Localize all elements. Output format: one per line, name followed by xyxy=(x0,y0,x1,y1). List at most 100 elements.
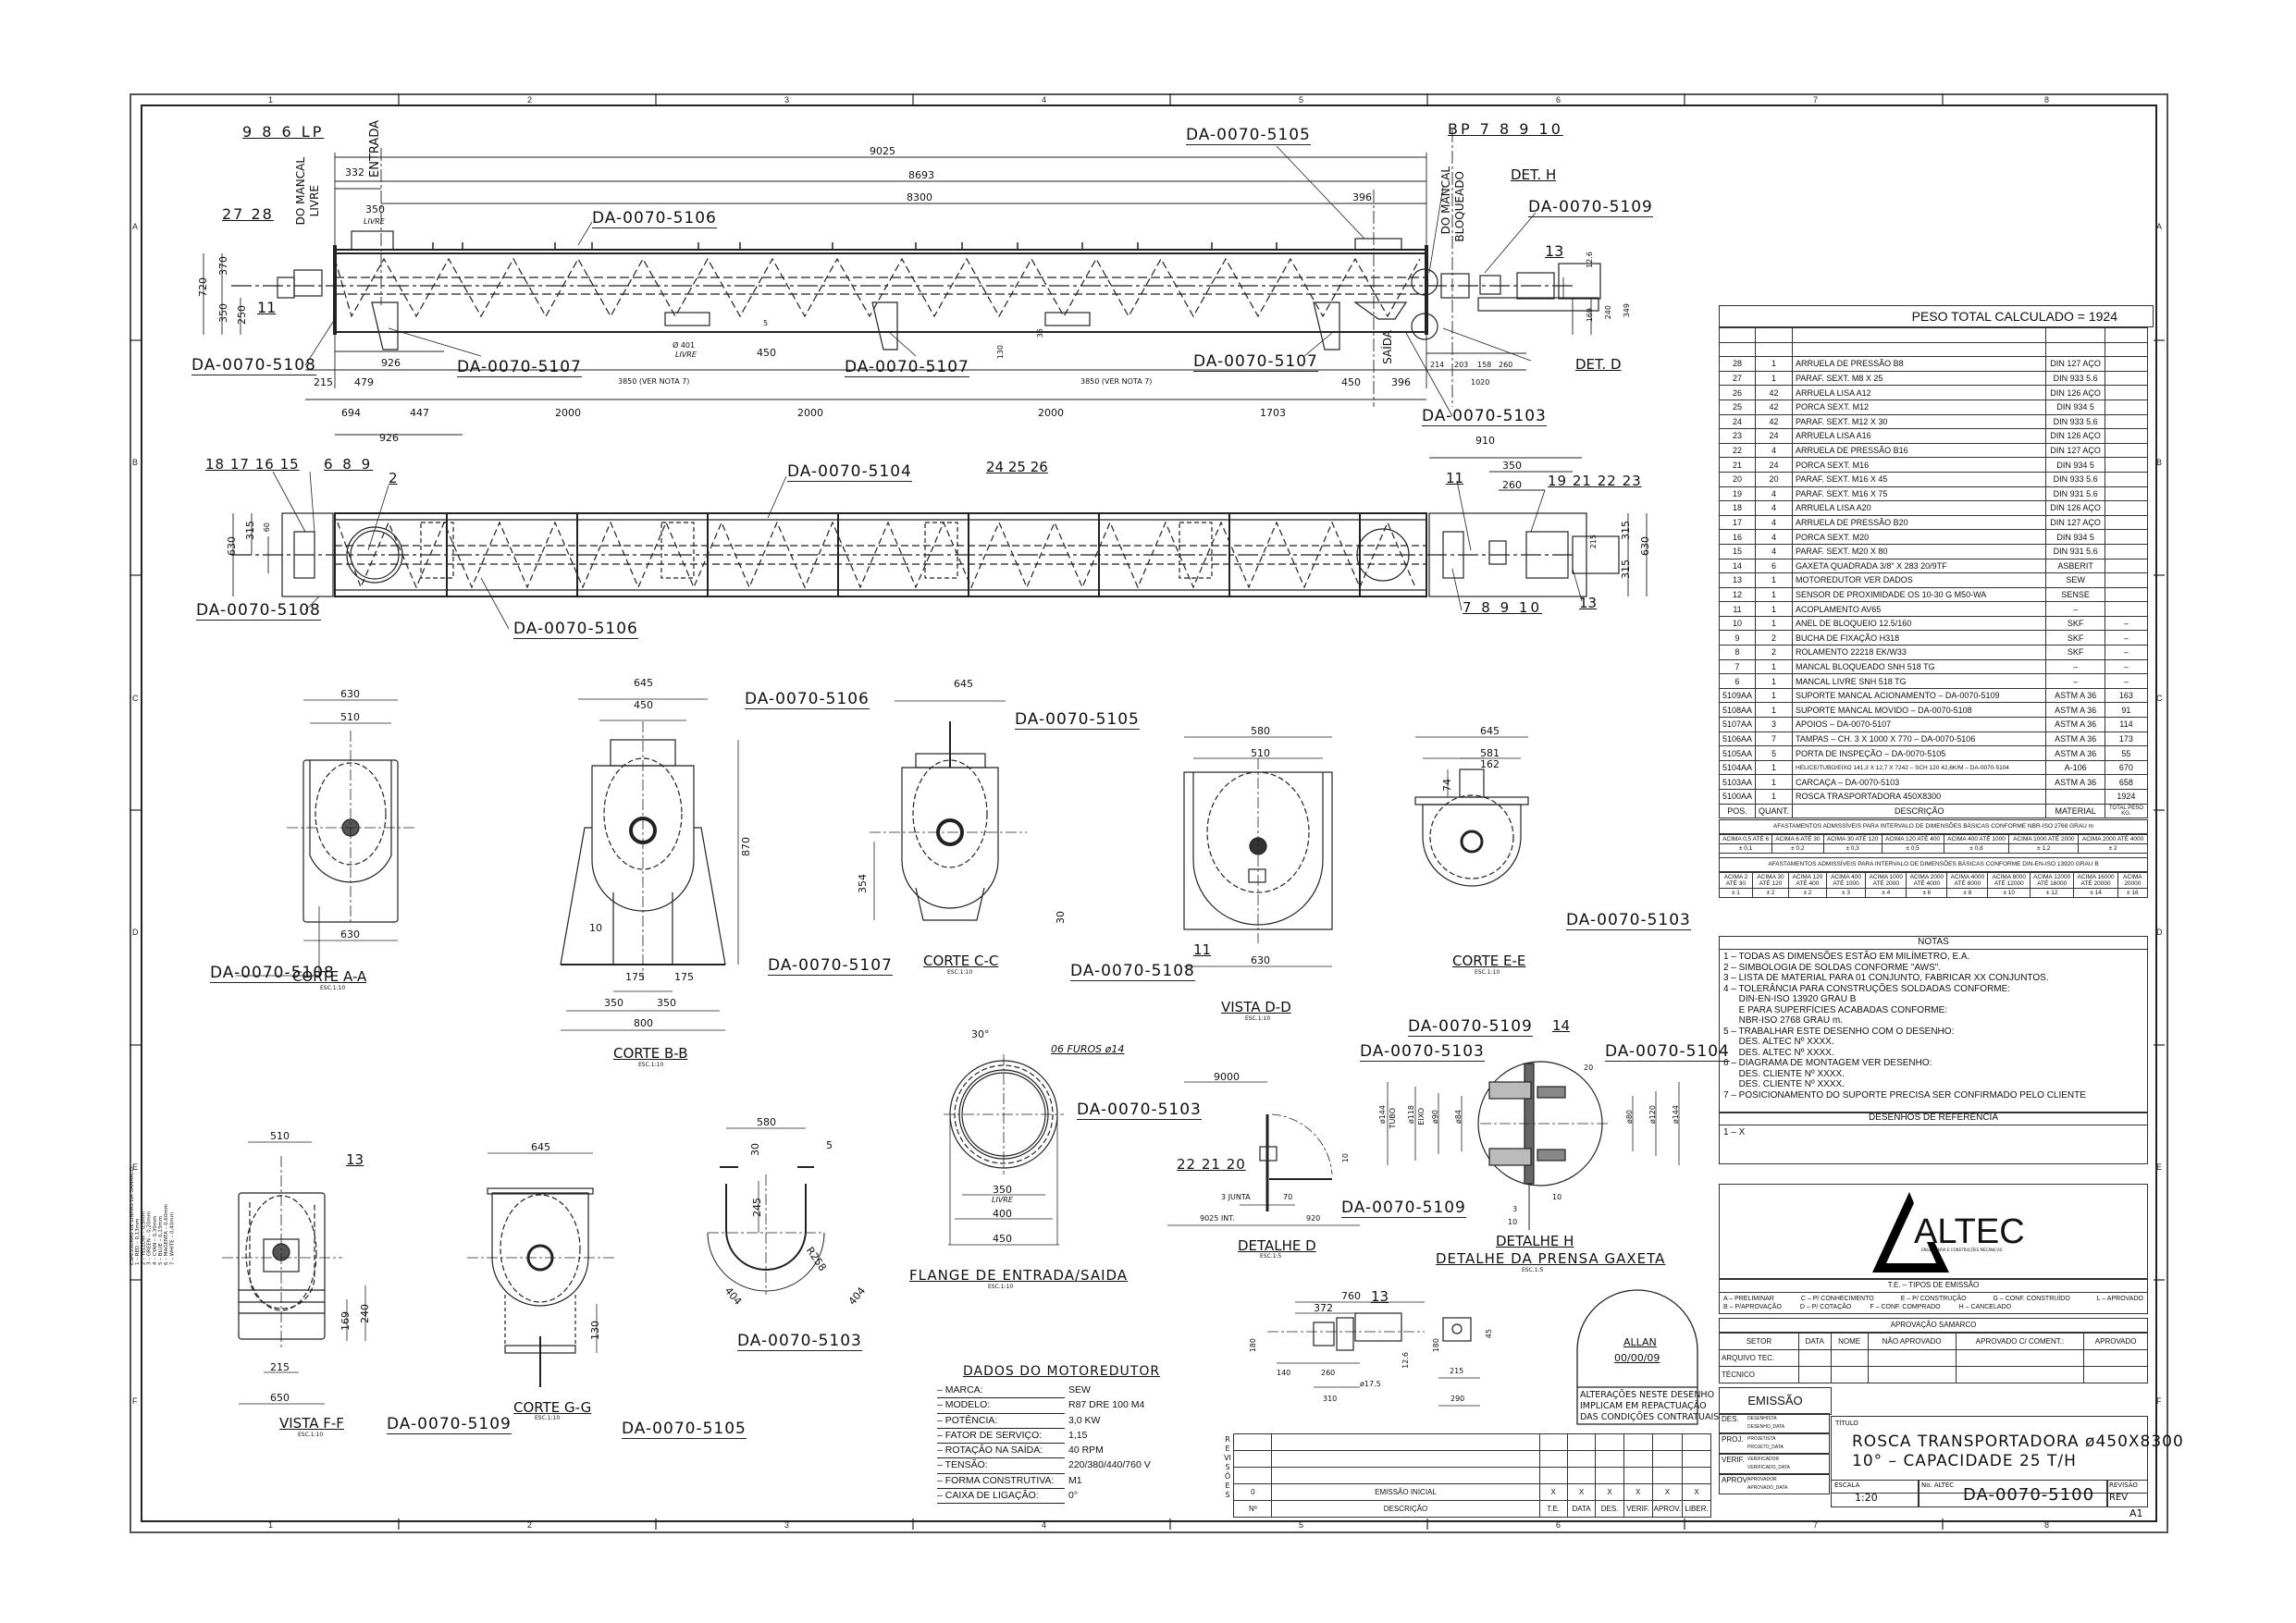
revision-row xyxy=(1219,1467,1711,1484)
detalhe-h-ref-5103[interactable]: DA-0070-5103 xyxy=(1360,1042,1485,1062)
note-line: NBR-ISO 2768 GRAU m. xyxy=(1723,1015,1843,1026)
ref-5107-c[interactable]: DA-0070-5107 xyxy=(1193,352,1318,372)
ref-5105[interactable]: DA-0070-5105 xyxy=(1186,126,1311,145)
detalhe-d-dim-920: 920 xyxy=(1306,1214,1321,1223)
parts-row xyxy=(1718,327,2149,343)
motor-dim-290: 290 xyxy=(1450,1395,1465,1403)
dim-332: 332 xyxy=(345,166,364,178)
note-line: 5 – TRABALHAR ESTE DESENHO COM O DESENHO… xyxy=(1723,1026,1955,1037)
balloon-13-plan: 13 xyxy=(1579,595,1598,611)
corte-bb-ref-5107[interactable]: DA-0070-5107 xyxy=(768,956,893,976)
altec-triangle-icon xyxy=(1872,1192,1949,1273)
corte-ee-ref[interactable]: DA-0070-5103 xyxy=(1566,911,1691,930)
dim-350-v: 350 xyxy=(217,303,229,323)
flange-angle-30: 30° xyxy=(971,1028,990,1040)
dim-8300: 8300 xyxy=(907,191,932,203)
zone-row-F: F xyxy=(132,1396,138,1406)
detalhe-h-subtitle: DETALHE DA PRENSA GAXETA xyxy=(1436,1250,1666,1267)
ref-5103[interactable]: DA-0070-5103 xyxy=(1422,407,1547,426)
corte-cc-ref[interactable]: DA-0070-5105 xyxy=(1015,710,1140,730)
note-line: DIN-EN-ISO 13920 GRAU B xyxy=(1723,994,1857,1004)
vista-ff-ref[interactable]: DA-0070-5109 xyxy=(387,1415,512,1434)
label-saida: SAÍDA xyxy=(1381,330,1394,364)
detalhe-h-tubo: TUBO xyxy=(1389,1108,1397,1129)
detalhe-h-dim-80: ø80 xyxy=(1625,1110,1634,1125)
flange-dim-livre: LIVRE xyxy=(992,1196,1013,1204)
drawing-frame xyxy=(141,105,2157,1522)
parts-row xyxy=(1718,341,2149,358)
corte-bb-dim-175-a: 175 xyxy=(625,971,645,983)
ref-5104[interactable]: DA-0070-5104 xyxy=(787,462,912,482)
corte-bb-dim-10: 10 xyxy=(589,922,602,934)
detalhe-d-dim-9000: 9000 xyxy=(1214,1071,1240,1083)
vista-dd-dim-630: 630 xyxy=(1251,954,1270,966)
corte-ee-dim-645: 645 xyxy=(1480,725,1500,737)
carcaca-ref[interactable]: DA-0070-5103 xyxy=(737,1332,862,1351)
detalhe-h-title: DETALHE H xyxy=(1496,1233,1574,1249)
corte-bb-ref-5106[interactable]: DA-0070-5106 xyxy=(745,690,870,709)
corte-gg-title: CORTE G-G xyxy=(513,1399,592,1416)
detalhe-d-dim-10: 10 xyxy=(1341,1153,1350,1163)
detalhe-h-ref-5104[interactable]: DA-0070-5104 xyxy=(1605,1042,1730,1062)
drawing-sheet-border xyxy=(130,93,2168,1533)
detalhe-d-ref-5103[interactable]: DA-0070-5103 xyxy=(1077,1100,1202,1120)
approval-row: TÉCNICO xyxy=(1719,1366,2148,1383)
ref-5107-b[interactable]: DA-0070-5107 xyxy=(845,358,969,377)
vista-ff-scale: ESC.1:10 xyxy=(298,1432,324,1438)
ref-5108[interactable]: DA-0070-5108 xyxy=(191,356,316,375)
emission-type: D – P/ COTAÇÃO xyxy=(1799,1304,1852,1310)
ref-5107-a[interactable]: DA-0070-5107 xyxy=(457,358,582,377)
ref-5106[interactable]: DA-0070-5106 xyxy=(592,209,717,228)
balloon-11-plan: 11 xyxy=(1446,470,1464,486)
flange-dim-450: 450 xyxy=(993,1233,1012,1245)
emission-type: H – CANCELADO xyxy=(1958,1304,2012,1310)
detalhe-h-dim-120: ø120 xyxy=(1648,1105,1657,1125)
zone-col-8: 8 xyxy=(2044,1520,2050,1530)
corte-ee-geometry xyxy=(1414,736,1529,887)
dim-396-top: 396 xyxy=(1352,191,1372,203)
detalhe-d-ref-5109[interactable]: DA-0070-5109 xyxy=(1341,1199,1466,1218)
dim-396-bottom: 396 xyxy=(1391,376,1411,388)
ref-5109[interactable]: DA-0070-5109 xyxy=(1528,198,1653,217)
corte-bb-dim-800: 800 xyxy=(634,1017,653,1029)
motor-data-row: – TENSÃO:220/380/440/760 V xyxy=(937,1458,1205,1474)
dim-214: 214 xyxy=(1430,361,1445,369)
detalhe-d-dim-9025: 9025 INT. xyxy=(1200,1214,1235,1223)
corte-cc-geometry xyxy=(870,700,1027,921)
note-line: 4 – TOLERÂNCIA PARA CONSTRUÇÕES SOLDADAS… xyxy=(1723,983,2011,994)
references-block: DESENHOS DE REFERÊNCIA 1 – X xyxy=(1719,1112,2148,1164)
stamp-name: ALLAN xyxy=(1623,1336,1657,1348)
revision-row xyxy=(1219,1450,1711,1468)
drawing-title-line1: ROSCA TRANSPORTADORA ø450X8300 xyxy=(1852,1432,2184,1451)
zone-col-1: 1 xyxy=(268,1520,274,1530)
detalhe-h-dim-118: ø118 xyxy=(1407,1105,1415,1125)
flange-dim-350: 350 xyxy=(993,1184,1012,1196)
zone-col-2: 2 xyxy=(527,95,533,105)
corte-aa-ref[interactable]: DA-0070-5108 xyxy=(210,964,335,983)
ref-5106-plan[interactable]: DA-0070-5106 xyxy=(513,620,638,639)
zone-col-3: 3 xyxy=(784,95,790,105)
emission-type: F – CONF. COMPRADO xyxy=(1870,1304,1941,1310)
zone-row-D: D xyxy=(132,928,139,937)
detalhe-h-dim-20: 20 xyxy=(1584,1064,1594,1072)
corte-ee-dim-581: 581 xyxy=(1480,747,1500,759)
detalhe-h-ref-5109[interactable]: DA-0070-5109 xyxy=(1408,1017,1533,1037)
dim-447: 447 xyxy=(410,407,429,419)
vista-dd-ref[interactable]: DA-0070-5108 xyxy=(1070,962,1195,981)
zone-col-6: 6 xyxy=(1556,95,1562,105)
carcaca-dim-5: 5 xyxy=(826,1139,833,1151)
ref-5108-plan[interactable]: DA-0070-5108 xyxy=(196,601,321,621)
corte-aa-dim-630-bottom: 630 xyxy=(340,928,360,941)
detalhe-h-balloon-14: 14 xyxy=(1552,1017,1571,1034)
corte-gg-ref[interactable]: DA-0070-5105 xyxy=(622,1420,747,1439)
